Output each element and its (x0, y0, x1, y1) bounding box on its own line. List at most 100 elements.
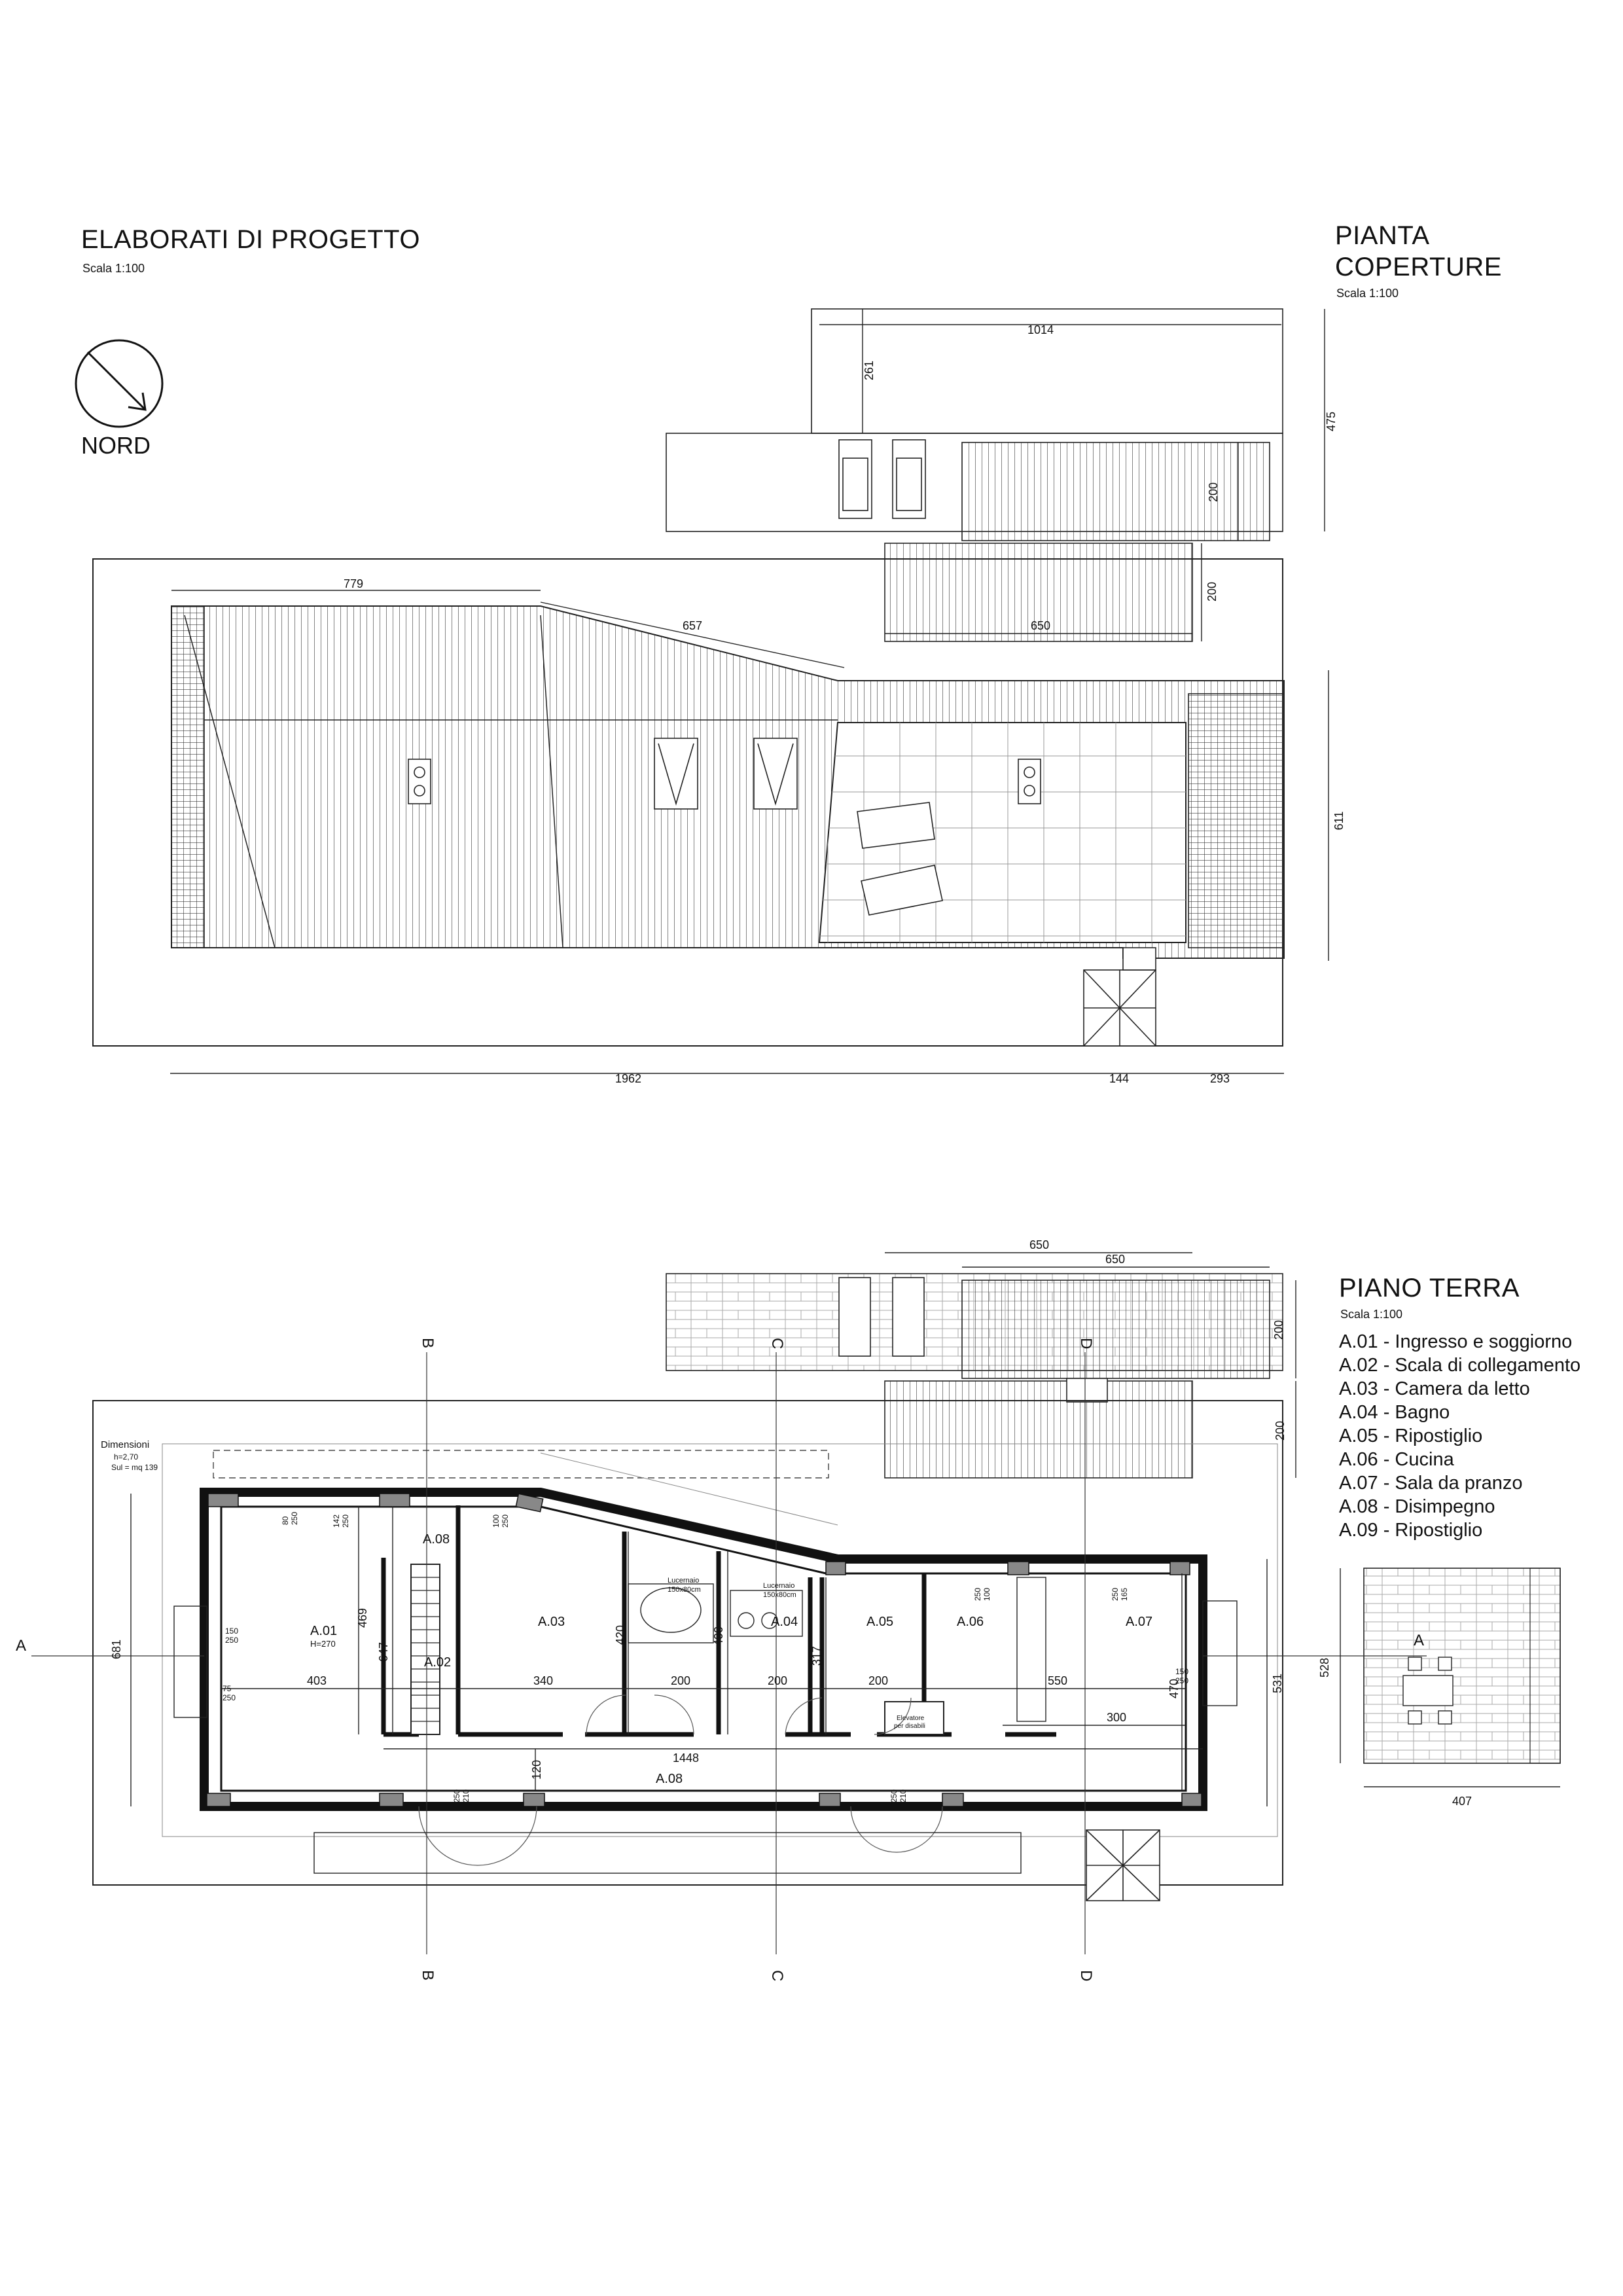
ground-roof-panel-lower (884, 1380, 1193, 1479)
drawing-scale: Scala 1:100 (82, 262, 145, 275)
dim-label: 200 (1272, 1320, 1285, 1340)
dim-label: 200 (671, 1674, 690, 1687)
chimney-icon (408, 759, 1041, 804)
dim-label: 250 (501, 1515, 510, 1528)
dim-label: 420 (614, 1625, 627, 1645)
building-outer-walls (200, 1488, 1207, 1811)
section-label-a: A (1414, 1632, 1424, 1649)
dim-label: 340 (533, 1674, 553, 1687)
north-arrow-icon (75, 339, 164, 428)
room-height: H=270 (310, 1639, 336, 1649)
dim-label: 531 (1271, 1674, 1284, 1693)
dim-roof-length: 1962 (615, 1072, 641, 1085)
lift-label: Elevatore (897, 1715, 925, 1722)
dim-label: 100 (491, 1515, 501, 1528)
dim-label: 210 (899, 1789, 908, 1803)
room-label: A.08 (656, 1772, 683, 1786)
section-label-a: A (16, 1637, 26, 1655)
stair-icon (1086, 1829, 1160, 1901)
skylight-size: 150x80cm (763, 1591, 796, 1599)
dim-roof-stair: 144 (1109, 1072, 1129, 1085)
room-legend: A.01 - Ingresso e soggiorno A.02 - Scala… (1339, 1330, 1580, 1542)
dimension-lines (170, 309, 1329, 1074)
dim-label: 647 (377, 1642, 390, 1662)
lot-outline (162, 1443, 1278, 1837)
legend-item: A.05 - Ripostiglio (1339, 1426, 1483, 1446)
roof-panel-upper (961, 442, 1270, 541)
legend-item: A.03 - Camera da letto (1339, 1378, 1530, 1399)
room-label: A.08 (423, 1532, 450, 1547)
dim-label: 250 (889, 1789, 899, 1803)
dim-label: 317 (810, 1646, 823, 1666)
room-label: A.04 (771, 1615, 798, 1629)
dim-label: 142 (332, 1515, 341, 1528)
section-label-d: D (1077, 1338, 1095, 1349)
ground-dimension-lines (130, 1252, 1560, 1806)
dim-label: 80 (281, 1516, 290, 1525)
stair-icon (410, 1564, 440, 1735)
dim-label: 650 (1029, 1238, 1049, 1251)
ground-roof-panel-upper (961, 1280, 1270, 1379)
dim-label: 75 (223, 1684, 232, 1693)
dim-label: 200 (1274, 1421, 1287, 1441)
dim-label: 403 (307, 1674, 327, 1687)
skylight-label: Lucernaio (763, 1582, 794, 1590)
section-lines (31, 1352, 1427, 1954)
dim-roof-panel-1: 200 (1207, 482, 1220, 502)
dim-roof-depth: 611 (1332, 812, 1346, 831)
room-label: A.03 (538, 1615, 565, 1629)
dim-label: 250 (290, 1512, 299, 1525)
dim-label: 250 (1175, 1676, 1188, 1685)
legend-item: A.07 - Sala da pranzo (1339, 1473, 1523, 1494)
dim-roof-total-depth: 475 (1325, 412, 1338, 431)
dim-label: 210 (461, 1789, 471, 1803)
dim-label: 1448 (673, 1751, 699, 1765)
kitchen-counter (1016, 1577, 1046, 1722)
info-height: h=2,70 (114, 1452, 138, 1462)
dim-label: 469 (356, 1608, 369, 1628)
dim-roof-left: 779 (344, 577, 363, 590)
dim-label: 550 (1048, 1674, 1067, 1687)
dim-label: 100 (982, 1588, 991, 1601)
roof-plan-title-2: COPERTURE (1335, 253, 1502, 281)
dim-label: 200 (768, 1674, 787, 1687)
ground-plan-scale: Scala 1:100 (1340, 1308, 1403, 1321)
skylight-icon (654, 738, 798, 810)
dim-label: 300 (1107, 1711, 1126, 1724)
dim-label: 250 (452, 1789, 461, 1803)
dim-label: 165 (1120, 1588, 1129, 1601)
info-sul: Sul = mq 139 (111, 1463, 158, 1472)
dim-roof-top: 1014 (1027, 323, 1054, 336)
overhang-outline (213, 1450, 829, 1479)
ground-plan (31, 1252, 1561, 1954)
dim-roof-terrace-depth: 261 (863, 361, 876, 380)
legend-item: A.02 - Scala di collegamento (1339, 1355, 1581, 1376)
table-icon (1402, 1657, 1454, 1725)
dim-label: 681 (110, 1640, 123, 1659)
roof-plan (92, 308, 1329, 1074)
dim-roof-panel-2: 200 (1205, 582, 1219, 601)
section-label-b: B (419, 1338, 437, 1348)
section-label-b: B (419, 1970, 437, 1981)
room-label: A.01 (310, 1624, 337, 1638)
dim-roof-panel-width: 650 (1031, 619, 1050, 632)
dim-label: 407 (1452, 1795, 1472, 1808)
roof-eave-left (171, 605, 205, 948)
dim-label: 150 (1175, 1667, 1188, 1676)
dim-label: 200 (868, 1674, 888, 1687)
section-label-c: C (768, 1970, 786, 1981)
dim-label: 250 (225, 1636, 238, 1645)
ground-plan-title: PIANO TERRA (1339, 1274, 1520, 1302)
dim-label: 250 (1111, 1588, 1120, 1601)
lift-outline (884, 1701, 944, 1735)
dim-label: 470 (1168, 1679, 1181, 1698)
skylight-size: 150x80cm (668, 1586, 701, 1594)
sun-lounger-icon (838, 439, 926, 519)
legend-item: A.06 - Cucina (1339, 1449, 1454, 1470)
room-label: A.05 (866, 1615, 893, 1629)
section-label-c: C (768, 1338, 786, 1349)
lift-label: per disabili (894, 1723, 925, 1730)
section-label-d: D (1077, 1970, 1095, 1981)
sun-lounger-icon (838, 1277, 925, 1357)
drawing-title: ELABORATI DI PROGETTO (81, 225, 420, 254)
